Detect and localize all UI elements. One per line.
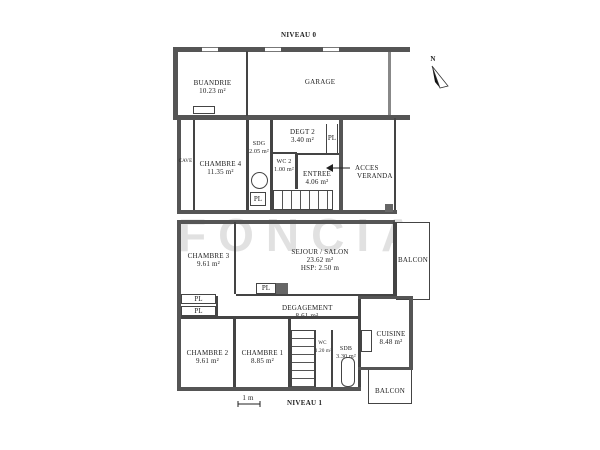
level0-title: NIVEAU 0 — [281, 31, 317, 39]
label-chambre4: CHAMBRE 4 11.35 m² — [199, 160, 242, 176]
wall-entree-left — [295, 154, 298, 189]
wall-left-l0 — [173, 47, 178, 117]
north-label: N — [430, 55, 436, 63]
wall-bottom-l0 — [177, 210, 397, 214]
wall-chambre2-right — [233, 318, 236, 390]
scale-bar-icon — [237, 401, 261, 407]
wall-sejour-bottom — [236, 294, 394, 296]
wall-top-l1 — [177, 220, 395, 224]
wall-veranda-right — [394, 118, 396, 213]
window — [323, 47, 339, 52]
wall-chambre1-right — [288, 318, 291, 390]
pl-l0-b: PL — [326, 124, 338, 154]
watermark: FONCIA — [178, 209, 427, 261]
label-chambre2: CHAMBRE 2 9.61 m² — [186, 349, 229, 365]
label-balcon2: BALCON — [375, 387, 405, 395]
label-sdg: SDG 2.05 m² — [249, 141, 269, 155]
wall-degagement-top — [216, 296, 218, 318]
wall-left-lower-l0 — [177, 118, 181, 213]
wall-buanderie-garage — [246, 51, 248, 116]
balcon1 — [396, 222, 430, 300]
pillar — [385, 204, 393, 212]
pl-l1-a: PL — [256, 283, 276, 294]
label-cave: CAVE — [178, 159, 193, 164]
entry-arrow-icon — [326, 164, 350, 172]
label-balcon1: BALCON — [398, 256, 428, 264]
wall-bottom-l1 — [177, 387, 361, 391]
wall-chambre4-right — [246, 120, 249, 212]
label-wc2: WC 2 1.00 m² — [274, 159, 294, 173]
wall-left-l1 — [177, 220, 181, 390]
pl-l0-a: PL — [250, 192, 266, 206]
wall-cuisine-top — [358, 296, 413, 299]
wall-wc-left — [314, 330, 316, 388]
wall-sejour-right — [393, 222, 396, 297]
wall-wc-right — [331, 330, 333, 388]
washer — [193, 106, 215, 114]
wall-sdg-right — [270, 120, 273, 212]
pl-l1-c: PL — [181, 306, 216, 316]
wall-entree-right — [339, 120, 343, 213]
wall-sdb-right — [358, 296, 361, 390]
window — [265, 47, 281, 52]
wall-chambre3-right — [234, 222, 236, 294]
wall-cuisine-right — [409, 296, 413, 369]
balcon2 — [368, 370, 412, 404]
scale-label: 1 m — [242, 394, 254, 402]
wall-top-l0 — [173, 47, 410, 52]
label-chambre3: CHAMBRE 3 9.61 m² — [187, 252, 230, 268]
label-cuisine: CUISINE 8.48 m² — [376, 330, 406, 346]
wall-entree-top — [295, 153, 340, 155]
level1-title: NIVEAU 1 — [287, 399, 323, 407]
north-arrow-icon — [431, 65, 449, 89]
label-acces-veranda: ACCES VERANDA — [355, 164, 393, 180]
shower — [251, 172, 268, 189]
label-entree: ENTREE 4.06 m² — [302, 170, 332, 186]
label-wc: WC 1.20 m² — [315, 341, 332, 354]
wall-degagement-bottom — [181, 316, 361, 319]
wall-garage-bottom — [173, 115, 410, 120]
pl-block — [276, 283, 288, 294]
stairs-l0 — [273, 190, 333, 210]
stove — [361, 330, 372, 352]
window — [202, 47, 218, 52]
label-garage: GARAGE — [304, 78, 336, 86]
pl-l1-b: PL — [181, 294, 216, 304]
garage-door-post — [388, 52, 391, 115]
wall-cave — [193, 120, 195, 212]
stairs-l1 — [291, 330, 315, 388]
label-chambre1: CHAMBRE 1 8.85 m² — [241, 349, 284, 365]
label-degt2: DEGT 2 3.40 m² — [290, 128, 315, 144]
label-buanderie: BUANDRIE 10.23 m² — [193, 79, 232, 95]
label-sejour: SEJOUR / SALON 23.62 m² HSP: 2.50 m — [291, 248, 349, 272]
wall-wc2 — [272, 152, 297, 154]
bathtub — [341, 357, 355, 387]
wall-cuisine-bottom — [358, 367, 413, 370]
